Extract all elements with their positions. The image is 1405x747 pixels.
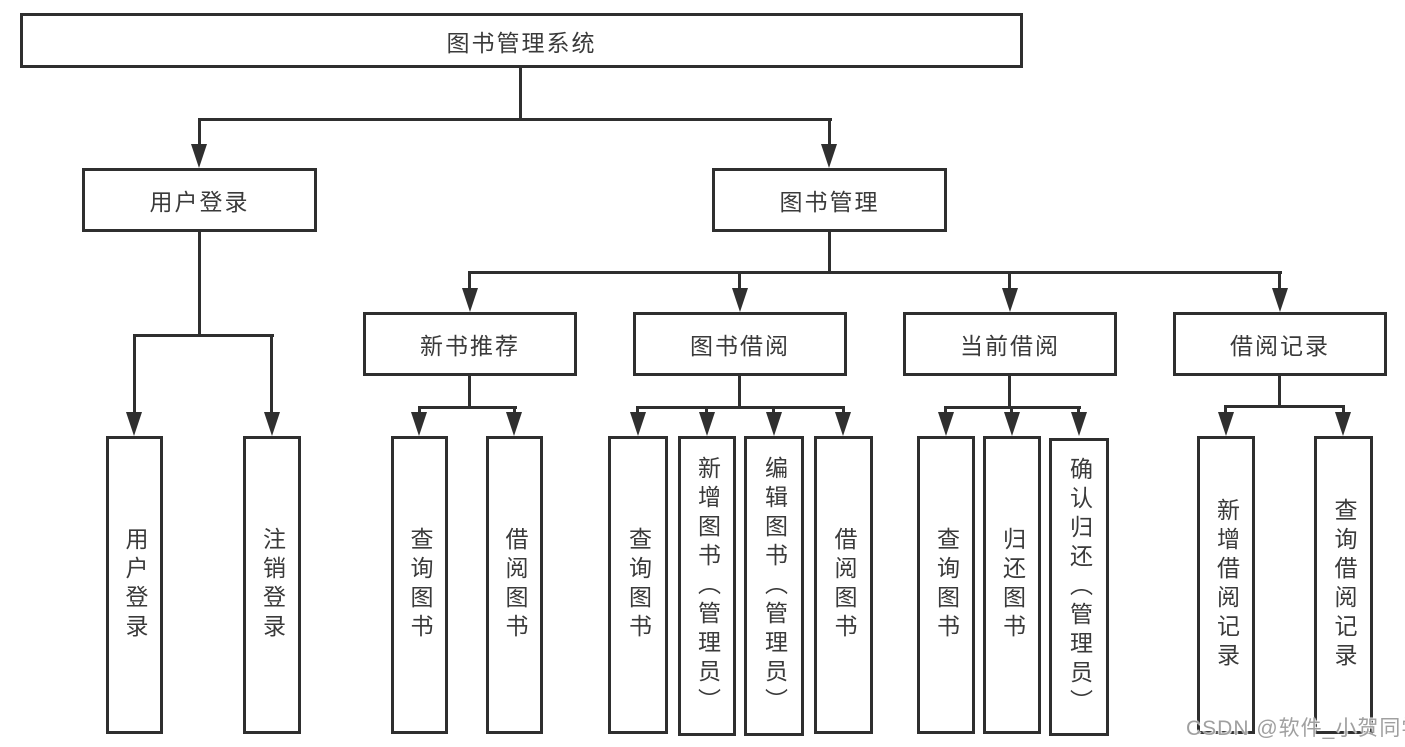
leaf-edit-book-admin: 编辑图书（管理员） [744,436,804,736]
leaf-query-borrow-record: 查询借阅记录 [1314,436,1373,734]
node-user-login: 用户登录 [82,168,317,232]
leaf-add-borrow-record-label: 新增借阅记录 [1213,498,1240,672]
connector-line [705,406,708,416]
connector-line [738,271,741,291]
connector-line [842,406,845,416]
connector-line [1224,405,1227,416]
leaf-logout: 注销登录 [243,436,301,734]
leaf-confirm-return-admin: 确认归还（管理员） [1049,438,1109,736]
connector-line [1010,406,1013,416]
leaf-add-borrow-record: 新增借阅记录 [1197,436,1255,734]
connector-line [1077,406,1080,416]
leaf-logout-label: 注销登录 [259,527,286,643]
connector-line [636,406,639,416]
node-book-borrowing: 图书借阅 [633,312,847,376]
node-book-management: 图书管理 [712,168,947,232]
node-current-borrowing: 当前借阅 [903,312,1117,376]
arrowhead-icon [630,412,646,436]
node-book-management-label: 图书管理 [779,189,880,215]
arrowhead-icon [506,412,522,436]
arrowhead-icon [264,412,280,436]
connector-line [418,406,517,409]
leaf-borrow-books-borrowing-label: 借阅图书 [831,527,857,643]
arrowhead-icon [699,412,715,436]
leaf-confirm-return-admin-label: 确认归还（管理员） [1066,456,1093,718]
node-borrowing-records-label: 借阅记录 [1230,333,1330,359]
connector-line [418,406,421,416]
node-user-login-label: 用户登录 [149,189,250,215]
arrowhead-icon [1272,288,1288,312]
connector-line [1342,405,1345,416]
connector-line [1278,376,1281,408]
connector-line [828,118,831,148]
connector-line [828,232,831,274]
node-new-book-recommend: 新书推荐 [363,312,577,376]
leaf-borrow-books-recommend-label: 借阅图书 [502,527,528,643]
arrowhead-icon [462,288,478,312]
connector-line [772,406,775,416]
arrowhead-icon [1004,412,1020,436]
watermark: CSDN @软件_小贺同学 [1186,717,1405,740]
leaf-add-book-admin: 新增图书（管理员） [678,436,736,736]
arrowhead-icon [766,412,782,436]
leaf-query-books-recommend: 查询图书 [391,436,448,734]
leaf-return-book: 归还图书 [983,436,1041,734]
leaf-return-book-label: 归还图书 [999,527,1026,643]
connector-line [1224,405,1345,408]
connector-line [468,271,1282,274]
connector-line [519,68,522,121]
arrowhead-icon [191,144,207,168]
connector-line [738,376,741,409]
leaf-borrow-books-recommend: 借阅图书 [486,436,543,734]
arrowhead-icon [835,412,851,436]
arrowhead-icon [732,288,748,312]
node-root-label: 图书管理系统 [446,29,597,56]
connector-line [468,376,471,409]
node-new-book-recommend-label: 新书推荐 [420,333,520,359]
leaf-user-login: 用户登录 [106,436,163,734]
leaf-edit-book-admin-label: 编辑图书（管理员） [761,455,788,717]
connector-line [133,334,274,337]
connector-line [636,406,845,409]
leaf-query-books-recommend-label: 查询图书 [407,527,433,643]
connector-line [1278,271,1281,291]
node-current-borrowing-label: 当前借阅 [960,333,1060,359]
connector-line [944,406,947,416]
arrowhead-icon [1002,288,1018,312]
arrowhead-icon [821,144,837,168]
leaf-query-books-borrowing: 查询图书 [608,436,668,734]
arrowhead-icon [1335,412,1351,436]
arrowhead-icon [411,412,427,436]
connector-line [133,334,136,414]
connector-line [270,334,273,414]
node-book-borrowing-label: 图书借阅 [690,333,790,359]
connector-line [198,118,201,148]
arrowhead-icon [938,412,954,436]
leaf-user-login-label: 用户登录 [122,527,148,643]
leaf-query-books-current-label: 查询图书 [933,527,960,643]
node-root: 图书管理系统 [20,13,1023,68]
arrowhead-icon [1218,412,1234,436]
connector-line [513,406,516,416]
arrowhead-icon [126,412,142,436]
leaf-query-books-current: 查询图书 [917,436,975,734]
leaf-query-books-borrowing-label: 查询图书 [625,527,652,643]
connector-line [198,118,832,121]
leaf-query-borrow-record-label: 查询借阅记录 [1331,498,1357,672]
node-borrowing-records: 借阅记录 [1173,312,1387,376]
arrowhead-icon [1071,412,1087,436]
leaf-borrow-books-borrowing: 借阅图书 [814,436,873,734]
connector-line [468,271,471,291]
connector-line [198,232,201,337]
connector-line [1008,271,1011,291]
connector-line [1008,376,1011,409]
leaf-add-book-admin-label: 新增图书（管理员） [694,455,721,717]
